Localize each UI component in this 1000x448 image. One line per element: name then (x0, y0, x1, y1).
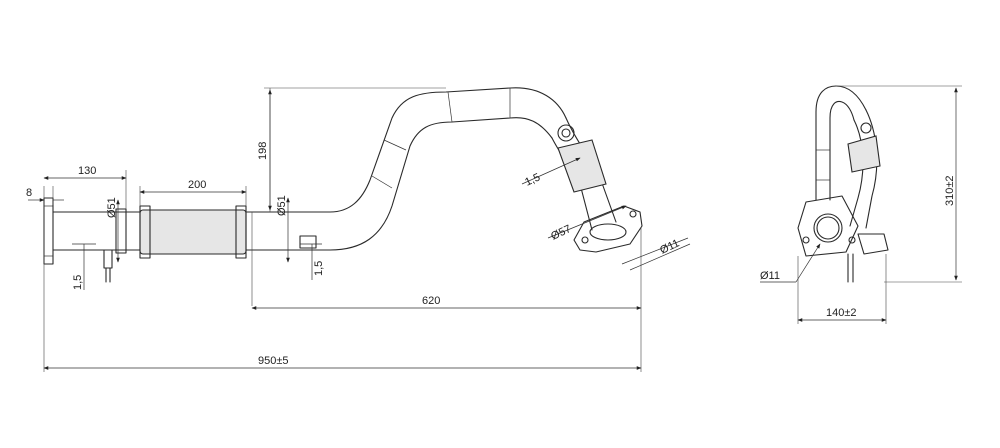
sensor-boss (103, 249, 113, 269)
dim-flange-to-ring: 130 (78, 165, 96, 177)
side-view-dimensions: 310±2 Ø11 140±2 (760, 85, 962, 324)
dim-flange-dia: Ø57 (549, 223, 573, 243)
dim-pipe-dia-mid: Ø51 (276, 195, 288, 216)
inlet-flange (43, 197, 54, 265)
side-collar (847, 135, 881, 173)
outlet-flange (573, 205, 643, 253)
dim-wall-top: 1,5 (523, 171, 542, 188)
front-view-dimensions: 8 130 Ø51 200 Ø51 198 1,5 1,5 1,5 Ø57 (26, 87, 691, 372)
dim-flange-thickness: 8 (26, 187, 32, 199)
dim-overall-length: 950±5 (258, 355, 289, 367)
dim-wall-left: 1,5 (72, 275, 84, 290)
dim-bolt-hole-side: Ø11 (760, 270, 780, 282)
front-view-pipe (43, 87, 643, 283)
dim-wall-mid: 1,5 (313, 261, 325, 276)
outlet-collar (557, 139, 607, 193)
dim-side-width: 140±2 (826, 307, 857, 319)
flex-tube (139, 209, 247, 255)
pipe-ring (115, 208, 127, 254)
side-flange (797, 195, 859, 257)
sensor-port (557, 124, 575, 142)
dim-bolt-hole-front: Ø11 (658, 237, 681, 256)
dim-side-height: 310±2 (944, 175, 956, 206)
dim-span-620: 620 (422, 295, 440, 307)
side-view-pipe (797, 85, 889, 283)
dim-rise-height: 198 (257, 142, 269, 160)
dim-flex-length: 200 (188, 179, 206, 191)
dim-pipe-dia-left: Ø51 (106, 197, 118, 218)
